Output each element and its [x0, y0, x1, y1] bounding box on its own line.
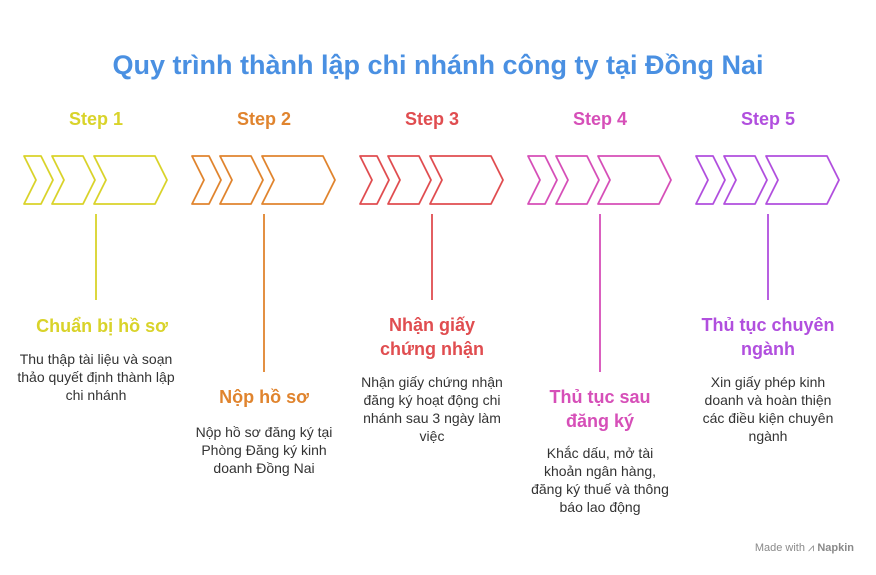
step-1-heading: Chuẩn bị hồ sơ [36, 316, 168, 336]
step-4-arrows [527, 155, 672, 372]
step-3-arrows [359, 155, 504, 300]
step-4-heading: Thủ tục sau đăng ký [549, 387, 651, 431]
step-4-description: Khắc dấu, mở tài khoản ngân hàng, đăng k… [531, 445, 669, 515]
made-with-text: Made with [754, 542, 805, 554]
step-5-heading: Thủ tục chuyên ngành [701, 315, 835, 359]
napkin-brand: Napkin [817, 542, 854, 554]
step-5-arrows [695, 155, 840, 300]
step-1-arrows [23, 155, 168, 300]
step-2-heading: Nộp hồ sơ [219, 387, 309, 407]
step-5-description: Xin giấy phép kinh doanh và hoàn thiện c… [702, 374, 834, 444]
step-2-arrows [191, 155, 336, 372]
step-label-2: Step 2 [236, 109, 292, 129]
step-3-heading: Nhận giấy chứng nhận [379, 315, 485, 359]
napkin-logo-icon: ⩘ [808, 542, 815, 554]
step-1-description: Thu thập tài liệu và soạn thảo quyết địn… [17, 351, 175, 403]
step-label-1: Step 1 [68, 109, 124, 129]
step-label-5: Step 5 [740, 109, 796, 129]
step-2-description: Nộp hồ sơ đăng ký tại Phòng Đăng ký kinh… [195, 424, 333, 476]
made-with-napkin: Made with ⩘ Napkin [755, 542, 854, 555]
step-label-3: Step 3 [404, 109, 460, 129]
diagram-title: Quy trình thành lập chi nhánh công ty tạ… [112, 50, 764, 80]
step-label-4: Step 4 [572, 109, 628, 129]
step-3-description: Nhận giấy chứng nhận đăng ký hoạt động c… [361, 374, 503, 444]
